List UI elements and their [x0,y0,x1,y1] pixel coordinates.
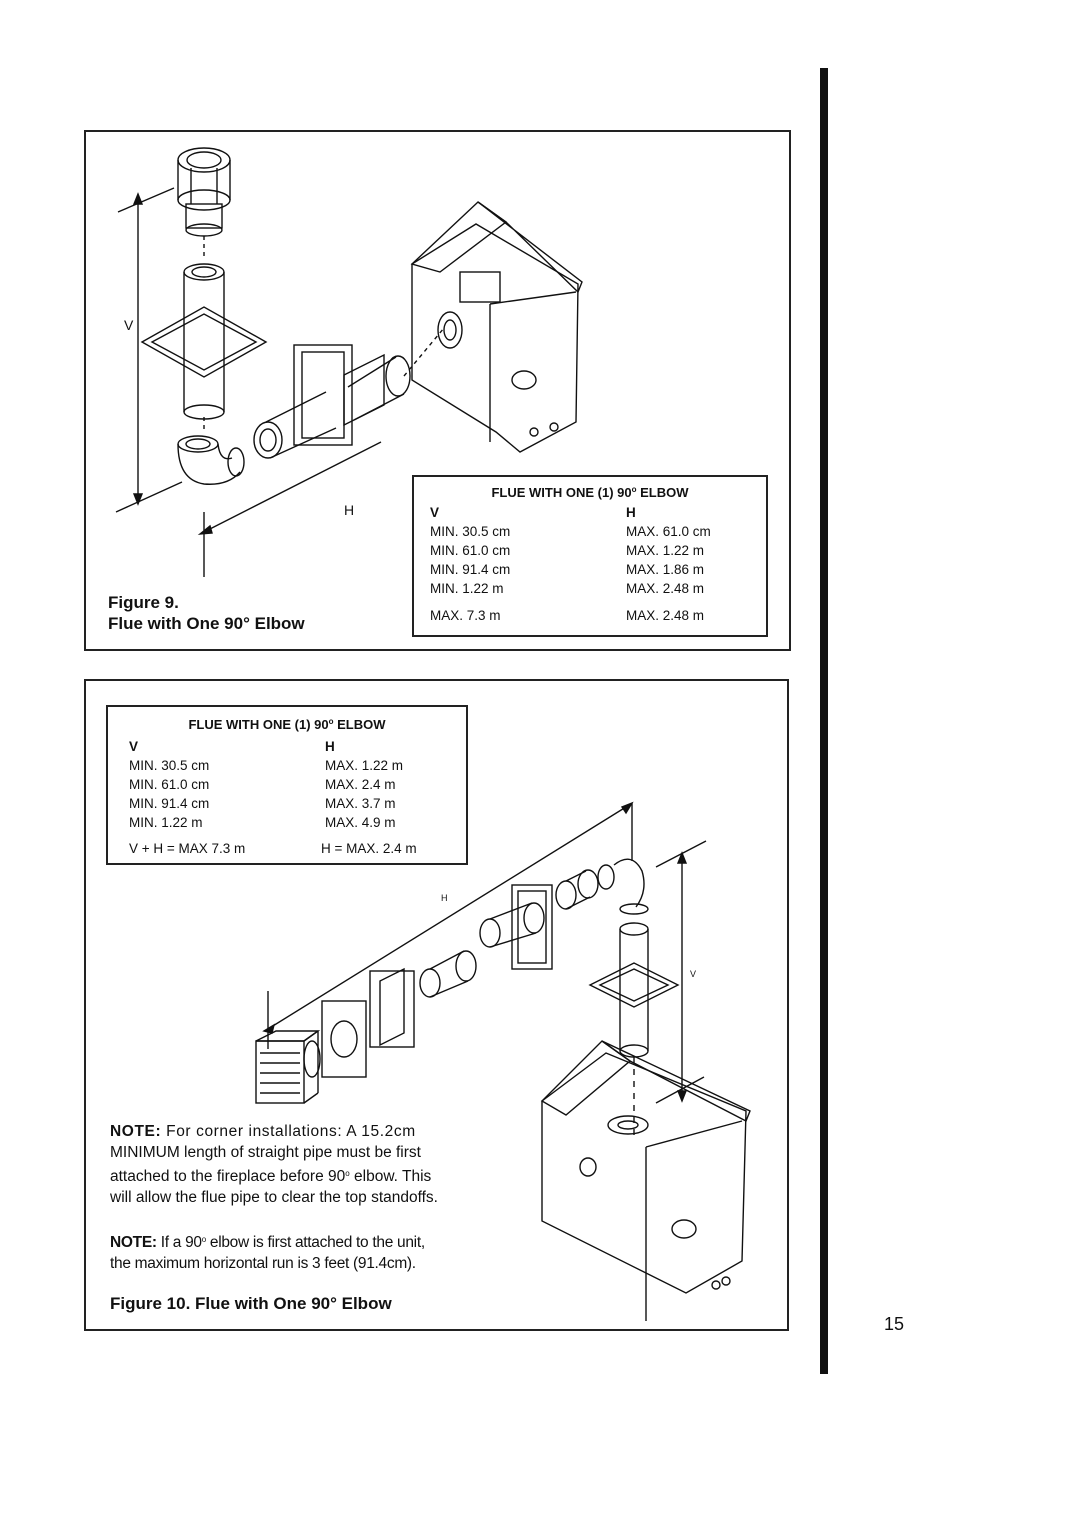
figure-10-v-label: V [690,969,697,979]
figure-9-spec-title: FLUE WITH ONE (1) 90o ELBOW [491,485,689,500]
page-number: 15 [884,1314,905,1334]
figure-10-panel: H V FLUE WITH ONE (1) 90o ELBOW V H MIN.… [84,679,789,1331]
figure-10-row-h: MAX. 4.9 m [325,815,396,830]
figure-10-spec-title: FLUE WITH ONE (1) 90o ELBOW [188,717,386,732]
figure-9-row-h: MAX. 1.86 m [626,562,705,577]
figure-9-total-v: MAX. 7.3 m [430,608,501,623]
figure-9-h-label: H [344,502,355,518]
figure-9-col-v: V [430,505,440,520]
figure-9-col-h: H [626,505,636,520]
figure-9-row-h: MAX. 2.48 m [626,581,705,596]
figure-10-col-h: H [325,739,335,754]
figure-9-spec-table: FLUE WITH ONE (1) 90o ELBOW V H MIN. 30.… [412,475,768,637]
figure-10-total-v: V + H = MAX 7.3 m [129,841,246,856]
figure-10-row-v: MIN. 91.4 cm [129,796,210,811]
figure-9-row-v: MIN. 1.22 m [430,581,504,596]
figure-9-v-label: V [124,317,134,333]
figure-9-panel: V H Figure 9. Flue with One 90° Elbow FL… [84,130,791,651]
elbow-horizontal-run-note: NOTE: If a 90o elbow is first attached t… [110,1234,425,1272]
figure-10-row-v: MIN. 30.5 cm [129,758,210,773]
figure-10-caption: Figure 10. Flue with One 90° Elbow [110,1294,392,1313]
figure-10-col-v: V [129,739,139,754]
figure-9-illustration [115,147,583,577]
figure-10-row-h: MAX. 3.7 m [325,796,396,811]
page-margin-rule [820,68,828,1374]
figure-9-total-h: MAX. 2.48 m [626,608,705,623]
figure-10-spec-table: FLUE WITH ONE (1) 90o ELBOW V H MIN. 30.… [106,705,468,865]
figure-10-h-label: H [441,893,448,903]
figure-9-row-h: MAX. 1.22 m [626,543,705,558]
figure-9-row-v: MIN. 91.4 cm [430,562,511,577]
figure-9-row-v: MIN. 30.5 cm [430,524,511,539]
figure-10-row-h: MAX. 2.4 m [325,777,396,792]
figure-10-row-h: MAX. 1.22 m [325,758,404,773]
corner-installation-note: NOTE: For corner installations: A 15.2cm… [110,1123,438,1206]
figure-9-caption-title: Flue with One 90° Elbow [108,614,305,633]
figure-9-row-v: MIN. 61.0 cm [430,543,511,558]
figure-10-total-h: H = MAX. 2.4 m [321,841,417,856]
figure-10-row-v: MIN. 61.0 cm [129,777,210,792]
figure-9-row-h: MAX. 61.0 cm [626,524,711,539]
figure-10-row-v: MIN. 1.22 m [129,815,203,830]
figure-10-illustration [255,801,751,1321]
figure-9-caption-number: Figure 9. [108,593,179,612]
